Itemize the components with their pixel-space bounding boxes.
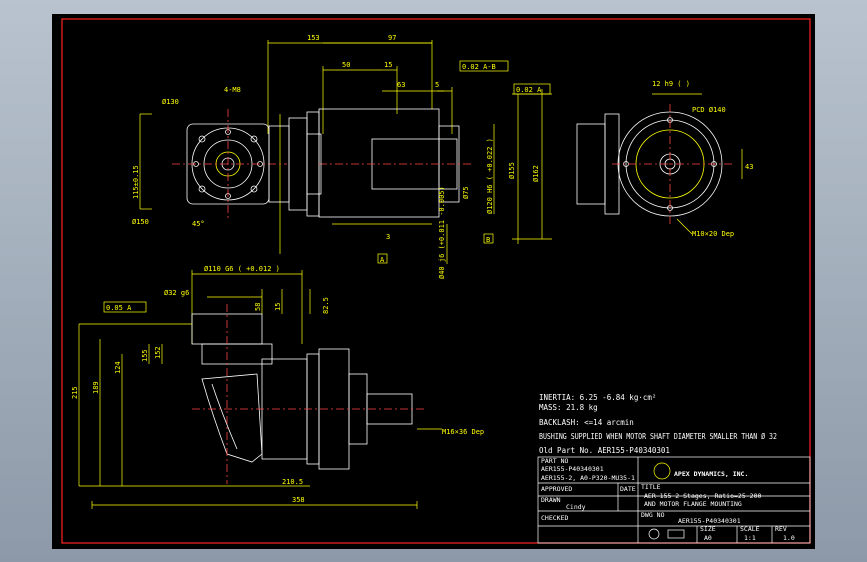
dim-50: 50: [342, 61, 350, 69]
tb-size-label: SIZE: [700, 525, 716, 533]
dim-115: 115±0.15: [132, 165, 140, 199]
note-mass: MASS: 21.8 kg: [539, 403, 598, 412]
notes-block: INERTIA: 6.25 -6.84 kg·cm² MASS: 21.8 kg…: [539, 393, 777, 455]
tb-approved-label: APPROVED: [541, 485, 572, 493]
tolerance-frames: [103, 60, 551, 313]
tol-a-b: 0.02 A-B: [462, 63, 496, 71]
dim-phi155: Ø155: [508, 162, 516, 179]
dim-phi150: Ø150: [132, 218, 149, 226]
front-flange-view: [172, 109, 287, 219]
dim-210: 210.5: [282, 478, 303, 486]
dim-texts-top: 153 97 50 15 63 5 0.02 A-B 0.02 A Ø130 4…: [132, 34, 753, 279]
bottom-view: [191, 304, 427, 484]
dim-82: 82.5: [322, 297, 330, 314]
side-view-top: [268, 108, 472, 218]
tb-title-label: TITLE: [641, 483, 661, 491]
title-block: [537, 456, 811, 544]
dim-pcd: PCD Ø140: [692, 106, 726, 114]
dim-phi75: Ø75: [462, 186, 470, 199]
tb-dwg-no: AER155-P40340301: [678, 517, 741, 525]
tb-scale: 1:1: [744, 534, 756, 542]
end-view: [576, 104, 732, 224]
dim-189: 189: [92, 381, 100, 394]
tb-drawn-label: DRAWN: [541, 496, 561, 504]
dim-124: 124: [114, 361, 122, 374]
datum-b: B: [486, 236, 490, 244]
dim-215: 215: [71, 386, 79, 399]
dim-97: 97: [388, 34, 396, 42]
note-old-part: Old Part No. AER155-P40340301: [539, 446, 670, 455]
tb-title-line2: AND MOTOR FLANGE MOUNTING: [644, 500, 742, 508]
tb-part-no-2: AER155-2, A0-P320-MU35-1: [541, 474, 635, 482]
tb-scale-label: SCALE: [740, 525, 760, 533]
dim-63: 63: [397, 81, 405, 89]
tb-date-label: DATE: [620, 485, 636, 493]
tb-title-line1: AER-155 2 Stages, Ratio=25-200: [644, 492, 761, 500]
tb-dwg-no-label: DWG NO: [641, 511, 665, 519]
dim-15: 15: [384, 61, 392, 69]
dim-45deg: 45°: [192, 220, 205, 228]
tb-company: APEX DYNAMICS, INC.: [674, 470, 748, 478]
dim-m8: 4-M8: [224, 86, 241, 94]
cad-drawing: 153 97 50 15 63 5 0.02 A-B 0.02 A Ø130 4…: [61, 18, 811, 544]
dim-phi32: Ø32 g6: [164, 289, 189, 297]
dim-155b: 155: [141, 349, 149, 362]
dim-152: 152: [154, 346, 162, 359]
dim-phi40: Ø40 j6 (+0.011 -0.005): [438, 186, 446, 279]
dim-texts-bottom: Ø110 G6 ( +0.012 ) Ø32 g6 0.05 A 210.5 3…: [71, 265, 484, 504]
dim-phi130: Ø130: [162, 98, 179, 106]
note-backlash: BACKLASH: <=14 arcmin: [539, 418, 634, 427]
tb-rev-label: REV: [775, 525, 787, 533]
tb-part-no-1: AER155-P40340301: [541, 465, 604, 473]
dim-358: 358: [292, 496, 305, 504]
dim-15b: 15: [274, 303, 282, 311]
dim-phi110: Ø110 G6 ( +0.012 ): [204, 265, 280, 273]
dim-m10: M10×20 Dep: [692, 230, 734, 238]
dim-phi162: Ø162: [532, 165, 540, 182]
tol-bottom: 0.05 A: [106, 304, 132, 312]
tb-size: A0: [704, 534, 712, 542]
dim-12h9: 12 h9 ( ): [652, 80, 690, 88]
tol-a: 0.02 A: [516, 86, 542, 94]
tb-part-no-label: PART NO: [541, 457, 568, 465]
dim-m16: M16×36 Dep: [442, 428, 484, 436]
dim-153: 153: [307, 34, 320, 42]
dim-58: 58: [254, 303, 262, 311]
dim-phi120: Ø120 H6 ( +0.022 ): [486, 138, 494, 214]
tb-checked-label: CHECKED: [541, 514, 568, 522]
title-block-texts: PART NO AER155-P40340301 AER155-2, A0-P3…: [541, 457, 795, 542]
note-inertia: INERTIA: 6.25 -6.84 kg·cm²: [539, 393, 656, 402]
dim-5: 5: [435, 81, 439, 89]
datum-a: A: [380, 256, 385, 264]
dim-43: 43: [745, 163, 753, 171]
tb-drawn-by: Cindy: [566, 503, 586, 511]
tb-rev: 1.0: [783, 534, 795, 542]
note-bushing: BUSHING SUPPLIED WHEN MOTOR SHAFT DIAMET…: [539, 432, 777, 441]
drawing-canvas: 153 97 50 15 63 5 0.02 A-B 0.02 A Ø130 4…: [52, 14, 815, 549]
dim-3: 3: [386, 233, 390, 241]
sheet-border: [61, 18, 811, 544]
